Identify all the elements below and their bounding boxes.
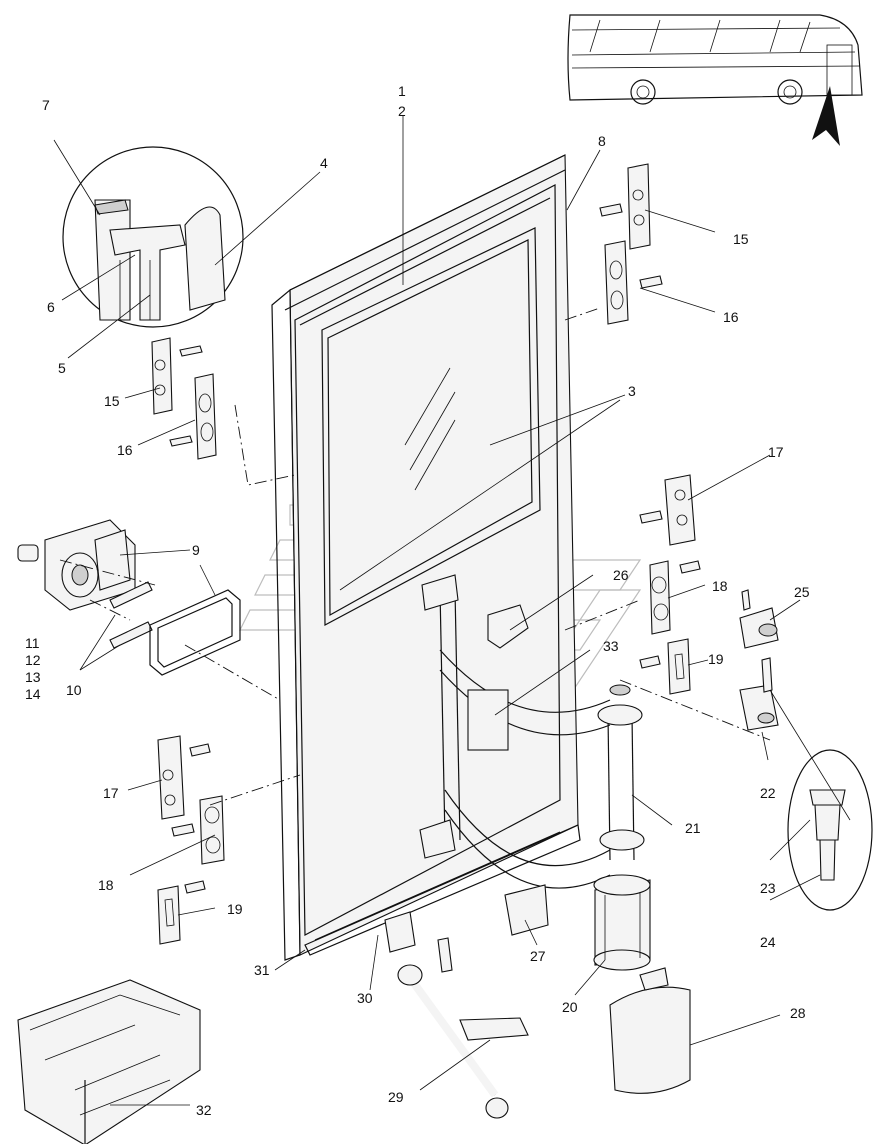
label-23: 23 [760,880,776,896]
door-actuator [593,874,651,971]
label-12: 12 [25,652,41,668]
label-18-right: 18 [712,578,728,594]
label-5: 5 [58,360,66,376]
handle-tubes [419,574,611,889]
latch-pin-detail [787,749,873,911]
hinge-bracket-15-right [599,163,651,250]
label-7: 7 [42,97,50,113]
label-28: 28 [790,1005,806,1021]
label-13: 13 [25,669,41,685]
label-14: 14 [25,686,41,702]
label-15-left: 15 [104,393,120,409]
leader-lines [53,115,851,1106]
label-30: 30 [357,990,373,1006]
label-24: 24 [760,934,776,950]
hinge-bracket-16-left [169,373,217,460]
label-4: 4 [320,155,328,171]
label-2: 2 [398,103,406,119]
damper-cap-27 [504,884,549,936]
lock-seal-frame [149,589,241,676]
door-glass [321,227,541,626]
label-11: 11 [25,635,40,651]
label-22: 22 [760,785,776,801]
bracket-17-right [639,474,696,546]
latch-bracket-22 [739,657,779,731]
label-10: 10 [66,682,82,698]
strut-29 [397,964,529,1119]
seal-detail-circle [62,146,244,328]
label-31: 31 [254,962,270,978]
hinge-bracket-16-right [604,240,663,325]
label-16-left: 16 [117,442,133,458]
bracket-18-left [171,795,225,865]
callout-labels: 1 2 3 4 5 6 7 8 9 10 11 12 13 14 15 15 1… [25,83,810,1118]
hinge-bracket-15-left [151,337,203,415]
door-panel [271,154,579,961]
label-1: 1 [398,83,406,99]
door-bottom-rail [304,824,581,956]
label-29: 29 [388,1089,404,1105]
bracket-18-right [649,560,701,635]
bus-thumbnail [567,14,863,146]
label-32: 32 [196,1102,212,1118]
label-16-right: 16 [723,309,739,325]
arrow-icon [812,86,840,146]
label-17-left: 17 [103,785,119,801]
label-6: 6 [47,299,55,315]
label-33: 33 [603,638,619,654]
label-20: 20 [562,999,578,1015]
label-18-left: 18 [98,877,114,893]
label-21: 21 [685,820,701,836]
label-26: 26 [613,567,629,583]
label-15-right: 15 [733,231,749,247]
label-19-left: 19 [227,901,243,917]
step-box-32 [17,979,201,1144]
assembly-lines [59,307,771,806]
label-3: 3 [628,383,636,399]
label-8: 8 [598,133,606,149]
label-27: 27 [530,948,546,964]
bracket-17-left [157,735,211,820]
rotation-shaft [597,684,645,861]
cover-28 [609,967,691,1094]
bracket-30 [384,911,453,973]
label-19-right: 19 [708,651,724,667]
bracket-19-left [157,880,206,945]
latch-bracket-25 [739,589,779,649]
label-25: 25 [794,584,810,600]
damper-cap-26 [487,604,529,649]
lock-assembly [17,519,153,649]
label-17-right: 17 [768,444,784,460]
bracket-19-right [639,638,691,695]
label-9: 9 [192,542,200,558]
